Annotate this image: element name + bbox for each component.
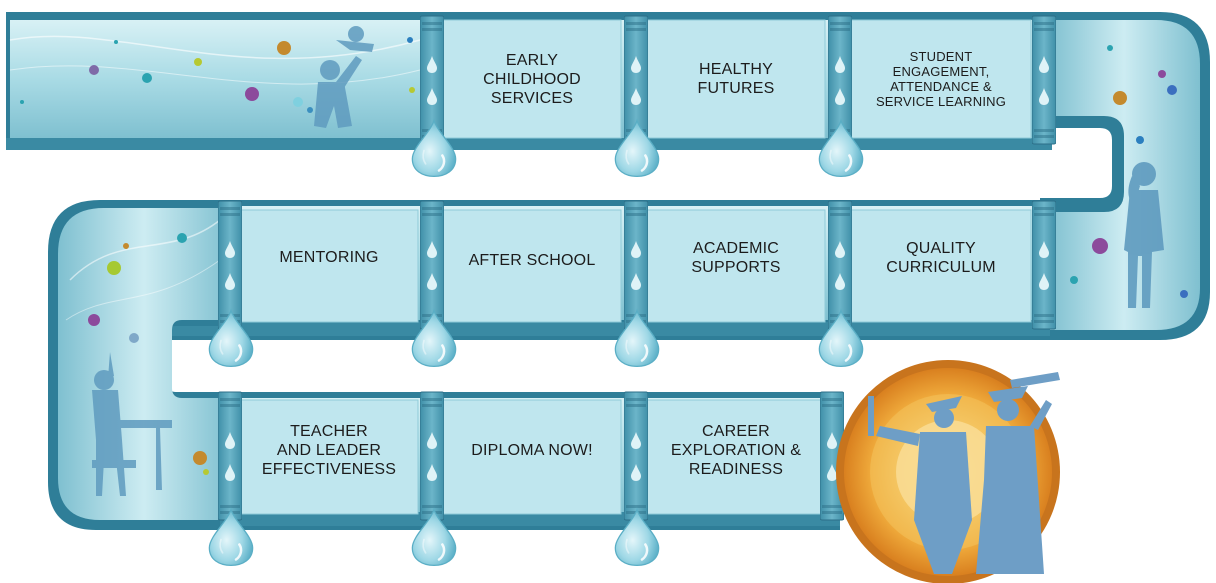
pipe-bend-left [48,200,230,530]
step-student-engagement: STUDENT ENGAGEMENT, ATTENDANCE & SERVICE… [875,49,1007,109]
step-after-school: AFTER SCHOOL [468,251,596,269]
girl-silhouette [1124,162,1164,308]
step-mentoring: MENTORING [279,248,379,266]
parent-child-silhouette [314,26,374,128]
step-early-childhood-services: EARLY CHILDHOOD SERVICES [483,51,581,107]
step-academic-supports: ACADEMIC SUPPORTS [691,240,781,276]
step-healthy-futures: HEALTHY FUTURES [697,61,775,97]
step-quality-curriculum: QUALITY CURRICULUM [886,240,996,276]
step-diploma-now: DIPLOMA NOW! [471,441,593,459]
step-career-exploration: CAREER EXPLORATION & READINESS [670,422,802,478]
pipe-bend-right [1040,12,1210,340]
label-panels [239,19,1032,515]
graduates-silhouette [868,372,1060,574]
step-teacher-leader-effectiveness: TEACHER AND LEADER EFFECTIVENESS [261,422,397,478]
student-at-desk-silhouette [92,352,172,496]
decorative-dots [20,37,1188,475]
